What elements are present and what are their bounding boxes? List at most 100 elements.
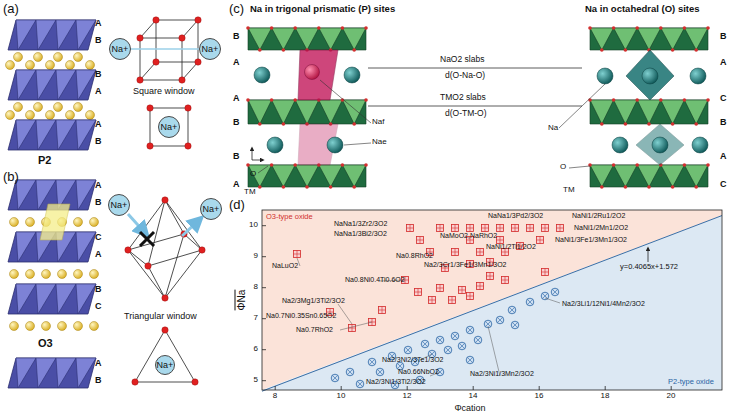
octahedron-face xyxy=(614,100,638,124)
p2-marker xyxy=(527,299,532,304)
o3-marker xyxy=(417,237,424,244)
octahedral-slab xyxy=(8,70,96,100)
compound-label: Na2/3Ni1/3Ti2/3O2 xyxy=(366,378,426,386)
migration-path xyxy=(131,48,199,50)
oxygen-atom xyxy=(125,247,131,253)
sodium-atom xyxy=(26,61,35,70)
oxygen-atom xyxy=(647,122,651,126)
sodium-atom xyxy=(14,53,23,62)
o3-region xyxy=(262,210,722,390)
oxygen-atom xyxy=(195,17,201,23)
distance-label: d(O-TM-O) xyxy=(445,109,487,118)
o3-marker xyxy=(502,277,509,284)
octahedral-slab xyxy=(8,20,96,50)
o3-marker xyxy=(512,225,519,232)
oxygen-atom xyxy=(706,98,710,102)
p2-marker xyxy=(509,307,514,312)
sodium-ion: Na+ xyxy=(199,38,221,60)
site-heading: Na in octahedral (O) sites xyxy=(585,4,700,14)
na-octahedron xyxy=(636,124,684,165)
p2-marker xyxy=(369,359,374,364)
sodium-atom xyxy=(90,270,99,279)
octahedron-face xyxy=(272,100,296,124)
octahedron-face xyxy=(36,70,56,100)
sodium-atom xyxy=(86,111,95,120)
o3-marker xyxy=(452,225,459,232)
panel-label: (a) xyxy=(3,2,19,16)
leader-line xyxy=(569,166,590,168)
o3-marker xyxy=(497,237,504,244)
octahedron-face xyxy=(272,28,296,50)
compound-label: NaNi1/2Ru1/2O2 xyxy=(572,212,625,220)
oxygen-atom xyxy=(195,59,201,65)
plot-frame xyxy=(262,210,722,390)
p2-marker xyxy=(404,346,412,354)
p2-marker xyxy=(422,341,427,346)
octahedron-face xyxy=(637,165,661,187)
tick-label: 6 xyxy=(254,345,258,354)
window-label: Square window xyxy=(133,87,195,97)
axis-title: ΦNa xyxy=(236,290,247,311)
sodium-atom xyxy=(327,137,343,153)
sodium-atom xyxy=(254,67,270,83)
octahedron-face xyxy=(248,28,272,50)
stacking-letter: B xyxy=(95,137,102,147)
oxygen-atom xyxy=(341,163,345,167)
sodium-atom xyxy=(690,68,706,84)
atom-label: Naf xyxy=(372,118,384,127)
octahedron-face xyxy=(76,284,96,314)
tick-label: 8 xyxy=(254,283,258,292)
o3-marker xyxy=(420,237,421,244)
sodium-atom xyxy=(612,137,628,153)
octahedron-face xyxy=(661,165,685,187)
sodium-atom xyxy=(10,218,19,227)
tick-mark xyxy=(262,318,266,319)
oxygen-atom xyxy=(352,185,356,189)
sodium-atom xyxy=(46,111,55,120)
oxygen-atom xyxy=(624,122,628,126)
oxygen-atom xyxy=(185,105,191,111)
oxygen-atom xyxy=(635,98,639,102)
sodium-atom xyxy=(267,137,283,153)
oxygen-atom xyxy=(145,263,151,269)
cube-edge xyxy=(140,20,156,38)
octahedron-face xyxy=(272,165,296,187)
blocked-mark xyxy=(140,232,154,246)
sodium-atom xyxy=(597,68,613,84)
p2-marker xyxy=(445,347,450,352)
ion-label: Na+ xyxy=(202,45,219,54)
compound-label: NaNa1/3Zr2/3O2 xyxy=(334,220,387,228)
octahedron-edge xyxy=(128,200,165,250)
octahedron-face xyxy=(76,358,96,388)
tmo2-slab xyxy=(248,165,366,187)
octahedron-face xyxy=(16,284,36,314)
oxygen-atom xyxy=(612,26,616,30)
oxygen-atom xyxy=(147,105,153,111)
blocked-mark xyxy=(140,232,154,246)
oxygen-atom xyxy=(683,98,687,102)
compound-label: Na2/3Li1/12Ni1/4Mn2/3O2 xyxy=(562,300,645,308)
oxygen-atom xyxy=(137,77,143,83)
octahedron-face xyxy=(319,100,343,124)
axis-triad xyxy=(252,160,263,161)
o3-marker xyxy=(429,297,436,304)
cube-edge xyxy=(182,62,198,80)
oxygen-atom xyxy=(364,26,368,30)
sodium-ion: Na+ xyxy=(109,38,131,60)
structure-label: P2 xyxy=(38,154,51,166)
compound-label: Na2/3Mg1/3Ti2/3O2 xyxy=(282,297,345,305)
leader-line xyxy=(340,322,372,330)
oxygen-atom xyxy=(147,143,153,149)
oxygen-atom xyxy=(706,26,710,30)
oxygen-atom xyxy=(612,98,616,102)
o3-marker xyxy=(455,249,456,256)
o3-marker xyxy=(382,307,383,314)
sodium-atom xyxy=(86,61,95,70)
sodium-atom xyxy=(54,103,63,112)
octahedron-face xyxy=(342,28,366,50)
oxygen-atom xyxy=(192,379,198,385)
compound-label: NaNi1/3Fe1/3Mn1/3O2 xyxy=(555,236,627,244)
compound-label: NaNi1/2Mn1/2O2 xyxy=(574,224,628,232)
oxygen-atom xyxy=(647,185,651,189)
o3-marker xyxy=(477,249,484,256)
